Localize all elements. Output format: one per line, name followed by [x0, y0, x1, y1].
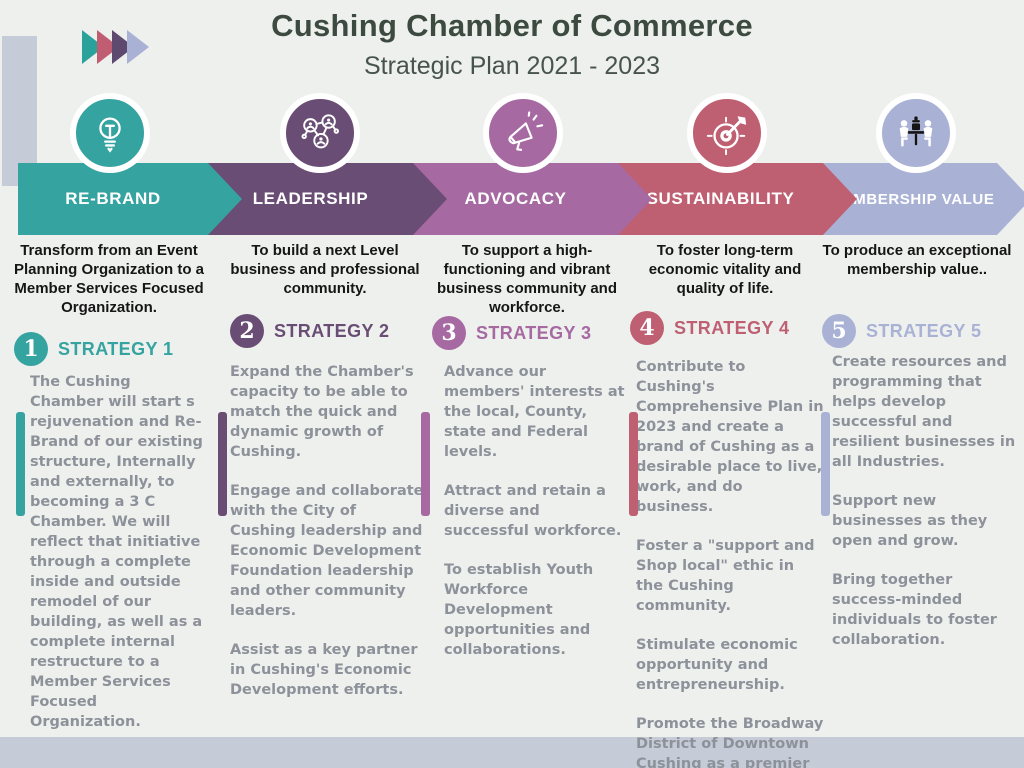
body-paragraph: Engage and collaborate with the City of …: [230, 483, 424, 619]
body-paragraph: Assist as a key partner in Cushing's Eco…: [230, 642, 418, 698]
page-subtitle: Strategic Plan 2021 - 2023: [363, 52, 661, 80]
accent-bar: [821, 412, 830, 516]
accent-bar: [421, 412, 430, 516]
banner-label: RE-BRAND: [65, 189, 161, 208]
strategy-number-badge: 1: [14, 332, 48, 366]
process-arrow-row: RE-BRAND LEADERSHIP ADVOCACY SUSTAINABIL…: [18, 163, 997, 235]
chevron-arrows-icon: [82, 30, 149, 64]
pillar-intro: To foster long-term economic vitality an…: [648, 242, 802, 297]
body-paragraph: Expand the Chamber's capacity to be able…: [230, 364, 414, 460]
pillar-intro: To build a next Level business and profe…: [230, 242, 420, 297]
megaphone-icon: [483, 93, 563, 173]
left-decorative-block: [2, 36, 37, 186]
pillar-body-text: Create resources and programming that he…: [832, 352, 1016, 669]
body-paragraph: Attract and retain a diverse and success…: [444, 483, 622, 539]
pillar-body-text: Advance our members' interests at the lo…: [444, 362, 626, 679]
body-paragraph: To establish Youth Workforce Development…: [444, 562, 594, 658]
strategy-label: STRATEGY 2: [274, 320, 390, 341]
banner-rebrand: RE-BRAND: [18, 163, 242, 235]
strategy-label: STRATEGY 4: [674, 317, 790, 338]
pillar-intro: To produce an exceptional membership val…: [822, 242, 1012, 278]
strategy-number-badge: 2: [230, 314, 264, 348]
pillar-intro: To support a high-functioning and vibran…: [436, 242, 618, 316]
pillar-body-text: The Cushing Chamber will start s rejuven…: [30, 372, 208, 751]
body-paragraph: Create resources and programming that he…: [832, 354, 1016, 470]
body-paragraph: Bring together success-minded individual…: [832, 572, 997, 648]
banner-sustainability: SUSTAINABILITY: [618, 163, 857, 235]
banner-leadership: LEADERSHIP: [208, 163, 447, 235]
banner-membership-value: MEMBERSHIP VALUE: [823, 163, 1024, 235]
body-paragraph: Support new businesses as they open and …: [832, 493, 988, 549]
banner-advocacy: ADVOCACY: [413, 163, 652, 235]
body-paragraph: Advance our members' interests at the lo…: [444, 364, 625, 460]
pillar-body-text: Contribute to Cushing's Comprehensive Pl…: [636, 357, 824, 768]
bottom-decorative-bar: [0, 737, 1024, 768]
page-title: Cushing Chamber of Commerce: [271, 8, 753, 43]
body-paragraph: Stimulate economic opportunity and entre…: [636, 637, 798, 693]
strategy-heading: 3 STRATEGY 3: [432, 316, 591, 350]
strategy-number-badge: 4: [630, 311, 664, 345]
strategy-number-badge: 5: [822, 314, 856, 348]
pillar-intro: Transform from an Event Planning Organiz…: [13, 242, 204, 316]
lightbulb-icon: [70, 93, 150, 173]
meeting-table-icon: [876, 93, 956, 173]
body-paragraph: Foster a "support and Shop local" ethic …: [636, 538, 815, 614]
accent-bar: [629, 412, 638, 516]
strategy-heading: 1 STRATEGY 1: [14, 332, 173, 366]
strategy-heading: 2 STRATEGY 2: [230, 314, 389, 348]
strategy-label: STRATEGY 5: [866, 320, 982, 341]
pillar-body-text: Expand the Chamber's capacity to be able…: [230, 362, 424, 719]
banner-label: MEMBERSHIP VALUE: [829, 190, 995, 208]
people-network-icon: [280, 93, 360, 173]
banner-label: LEADERSHIP: [252, 189, 369, 208]
banner-label: ADVOCACY: [464, 189, 567, 208]
strategy-heading: 4 STRATEGY 4: [630, 311, 789, 345]
body-paragraph: The Cushing Chamber will start s rejuven…: [30, 374, 203, 730]
strategy-heading: 5 STRATEGY 5: [822, 314, 981, 348]
accent-bar: [16, 412, 25, 516]
banner-label: SUSTAINABILITY: [646, 189, 795, 208]
accent-bar: [218, 412, 227, 516]
target-dart-icon: [687, 93, 767, 173]
strategy-label: STRATEGY 1: [58, 338, 174, 359]
body-paragraph: Promote the Broadway District of Downtow…: [636, 716, 824, 768]
body-paragraph: Contribute to Cushing's Comprehensive Pl…: [636, 359, 824, 515]
strategy-number-badge: 3: [432, 316, 466, 350]
strategy-label: STRATEGY 3: [476, 322, 592, 343]
